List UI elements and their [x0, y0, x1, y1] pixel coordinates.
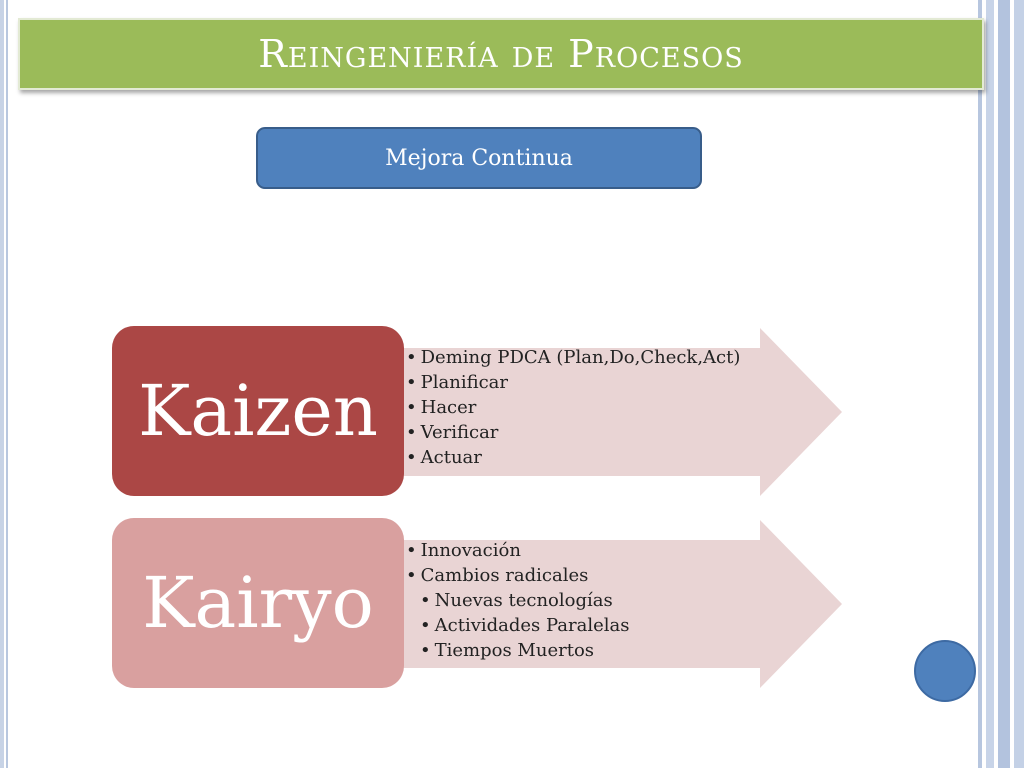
- kairyo-bullet: Cambios radicales: [406, 563, 630, 588]
- kaizen-block: Kaizen: [112, 326, 404, 496]
- kaizen-bullet: Actuar: [406, 445, 740, 470]
- right-rail-decoration: [976, 0, 1024, 768]
- kairyo-label: Kairyo: [142, 562, 374, 644]
- kaizen-bullet: Hacer: [406, 395, 740, 420]
- mejora-continua-box: Mejora Continua: [256, 127, 702, 189]
- left-rail-decoration: [0, 0, 12, 768]
- kairyo-sub-bullet: Actividades Paralelas: [406, 613, 630, 638]
- kairyo-bullet-list: Innovación Cambios radicales Nuevas tecn…: [406, 538, 630, 663]
- kairyo-sub-bullet: Tiempos Muertos: [406, 638, 630, 663]
- blue-circle-decoration: [914, 640, 976, 702]
- kaizen-bullet: Verificar: [406, 420, 740, 445]
- slide-title: Reingeniería de Procesos: [258, 32, 744, 76]
- kairyo-sub-bullet: Nuevas tecnologías: [406, 588, 630, 613]
- kaizen-bullet: Deming PDCA (Plan,Do,Check,Act): [406, 345, 741, 370]
- kairyo-block: Kairyo: [112, 518, 404, 688]
- kaizen-bullet-list: Deming PDCA (Plan,Do,Check,Act) Planific…: [406, 345, 741, 470]
- kairyo-bullet: Innovación: [406, 538, 630, 563]
- kaizen-label: Kaizen: [138, 370, 378, 452]
- mejora-continua-label: Mejora Continua: [385, 145, 573, 171]
- kaizen-bullet: Planificar: [406, 370, 740, 395]
- title-bar: Reingeniería de Procesos: [18, 18, 984, 90]
